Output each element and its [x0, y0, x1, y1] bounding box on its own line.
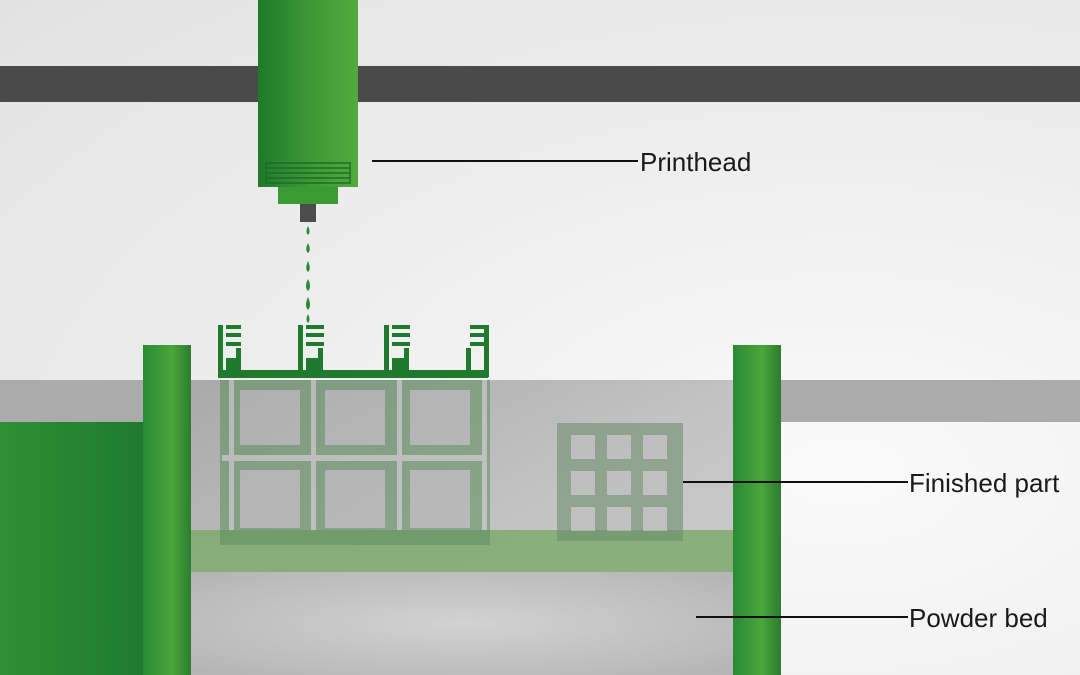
finished-part [557, 423, 683, 541]
current-layer [218, 325, 489, 378]
printhead [258, 0, 358, 222]
binder-droplets [306, 226, 310, 323]
powder-supply-block [0, 422, 145, 675]
powder-bed-lower [190, 572, 735, 675]
printhead-leader-line [372, 160, 638, 162]
gantry-rail [0, 66, 1080, 102]
part-in-progress [220, 380, 490, 545]
chamber-wall-right [733, 345, 781, 675]
printhead-label: Printhead [640, 147, 752, 177]
chamber-wall-left [143, 345, 191, 675]
finished-part-label: Finished part [909, 468, 1060, 498]
powder-bed-label: Powder bed [909, 603, 1048, 633]
powder-bed-leader-line [696, 616, 908, 618]
finished-part-leader-line [683, 481, 908, 483]
